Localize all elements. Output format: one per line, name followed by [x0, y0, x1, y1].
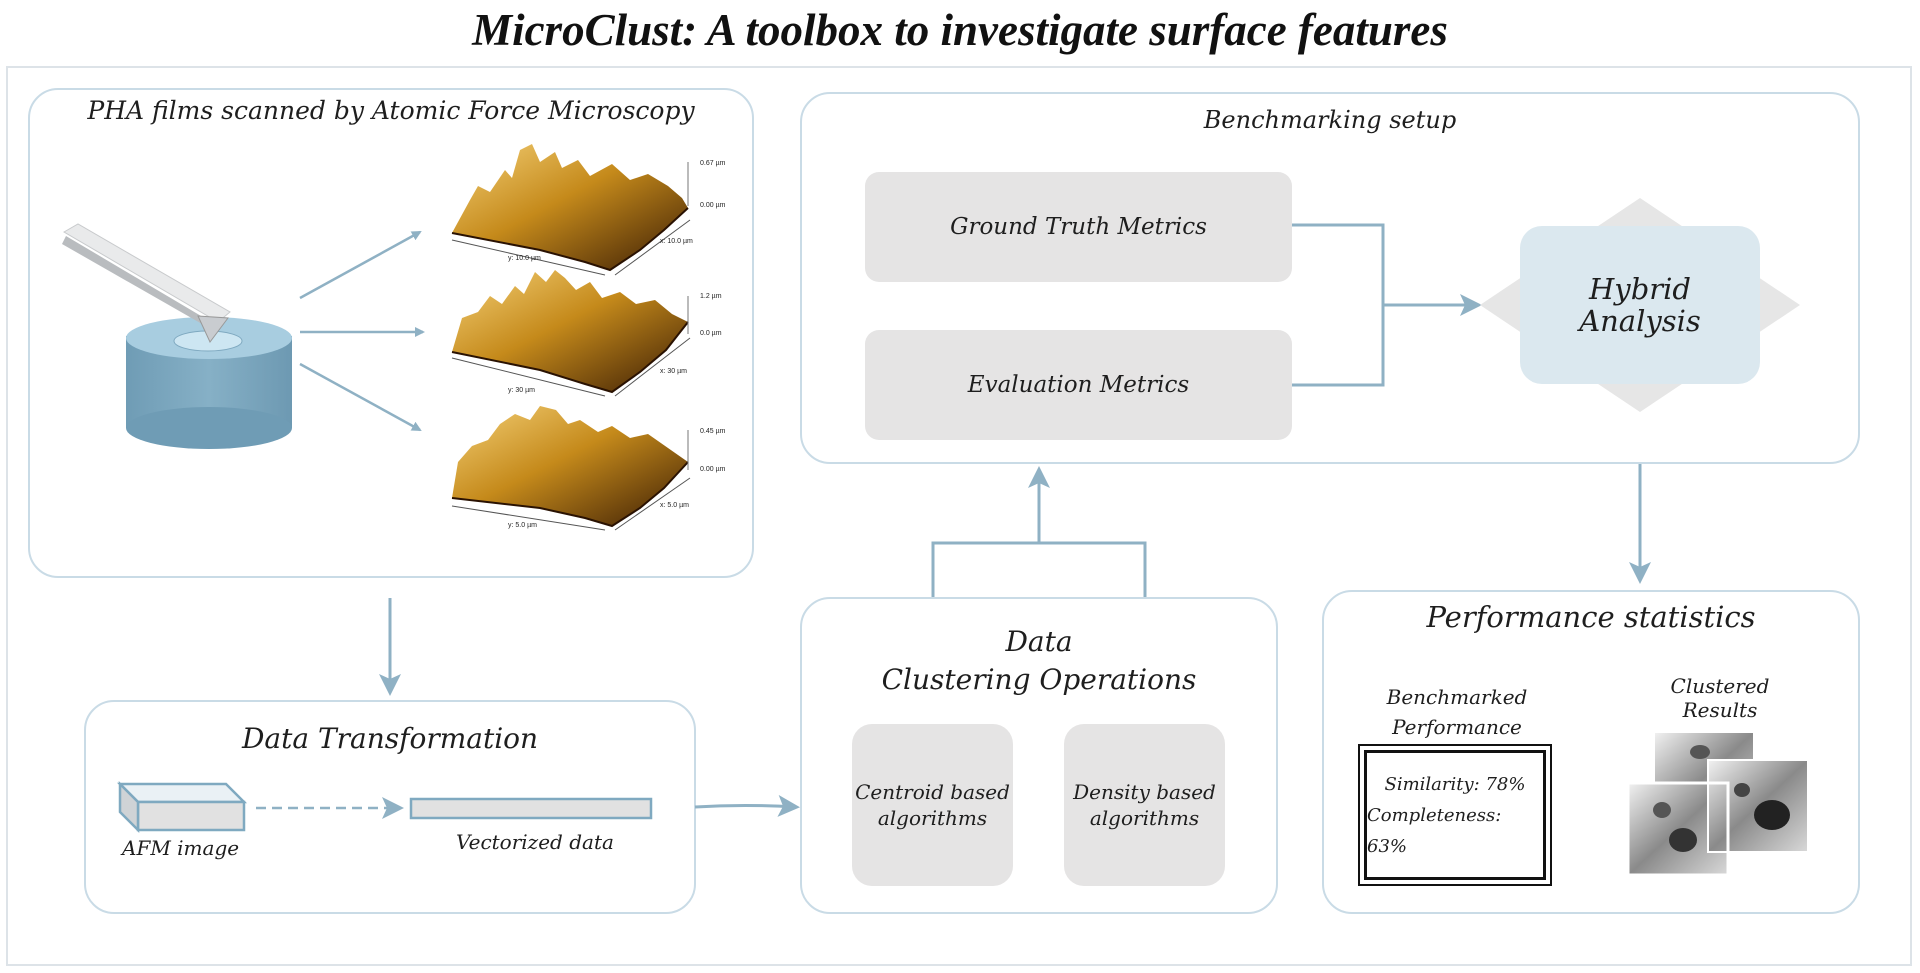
afm-image-slab — [116, 780, 248, 834]
clustered-results-images — [1626, 731, 1809, 877]
density-algorithms-box: Density based algorithms — [1064, 724, 1225, 886]
hybrid-analysis-box: Hybrid Analysis — [1520, 226, 1760, 384]
hybrid-line2: Analysis — [1579, 304, 1701, 338]
afm-panel-title: PHA films scanned by Atomic Force Micros… — [87, 96, 695, 125]
ground-truth-metrics-box: Ground Truth Metrics — [865, 172, 1292, 282]
scan-2-y-axis: y: 30 µm — [508, 387, 535, 394]
benchmarked-line2: Performance — [1392, 715, 1522, 739]
cantilever — [63, 223, 231, 323]
hybrid-line1: Hybrid — [1589, 272, 1691, 306]
scan-1-z-bottom: 0.00 µm — [700, 202, 726, 209]
benchmark-panel-title: Benchmarking setup — [1203, 106, 1457, 134]
scan-3-z-bottom: 0.00 µm — [700, 466, 726, 473]
scan-3-x-axis: x: 5.0 µm — [660, 502, 689, 509]
scan-3-z-top: 0.45 µm — [700, 428, 726, 435]
scan-2-x-axis: x: 30 µm — [660, 368, 687, 375]
completeness-score: Completeness: 63% — [1367, 804, 1502, 857]
scan-2-z-bottom: 0.0 µm — [700, 330, 722, 337]
scan-2-z-top: 1.2 µm — [700, 293, 722, 300]
sample-cylinder-bottom — [126, 407, 292, 449]
clustered-line1: Clustered — [1670, 674, 1770, 698]
arrow-to-scan-3 — [299, 362, 422, 432]
scan-1-z-top: 0.67 µm — [700, 160, 726, 167]
centroid-line1: Centroid based — [855, 780, 1010, 804]
vectorized-data-bar — [409, 797, 653, 820]
scan-1-x-axis: x: 10.0 µm — [660, 238, 693, 245]
vectorized-data-label: Vectorized data — [456, 830, 614, 854]
afm-scan-2 — [451, 270, 691, 397]
metrics-bracket — [1292, 223, 1385, 387]
cantilever-edge — [62, 236, 218, 332]
diagram-title: MicroClust: A toolbox to investigate sur… — [472, 5, 1448, 55]
scan-3-y-axis: y: 5.0 µm — [508, 522, 537, 529]
arrow-to-scan-1 — [299, 230, 422, 300]
outer-frame — [6, 66, 1912, 966]
evaluation-metrics-label: Evaluation Metrics — [967, 372, 1190, 398]
afm-scan-3 — [451, 406, 691, 531]
benchmarked-line1: Benchmarked — [1386, 685, 1528, 709]
evaluation-metrics-box: Evaluation Metrics — [865, 330, 1292, 440]
benchmarked-performance-heading: Benchmarked Performance — [1362, 682, 1552, 742]
clustered-results-heading: Clustered Results — [1640, 674, 1800, 722]
afm-sample-illustration — [62, 223, 292, 449]
centroid-line2: algorithms — [877, 806, 988, 830]
afm-scan-1 — [451, 144, 691, 276]
similarity-score: Similarity: 78% — [1384, 773, 1526, 795]
scan-1-y-axis: y: 10.0 µm — [508, 255, 541, 262]
clustering-title-line1: Data — [1005, 625, 1073, 658]
arrow-transform-to-clustering — [694, 794, 800, 817]
afm-image-label: AFM image — [122, 836, 240, 860]
density-line1: Density based — [1073, 780, 1216, 804]
ground-truth-metrics-label: Ground Truth Metrics — [950, 214, 1207, 240]
performance-scores-box: Similarity: 78% Completeness: 63% — [1358, 744, 1552, 886]
clustering-title-line2: Clustering Operations — [881, 663, 1197, 696]
probe-tip — [197, 315, 229, 343]
transform-panel-title: Data Transformation — [241, 722, 539, 755]
clustered-line2: Results — [1682, 698, 1758, 722]
density-line2: algorithms — [1089, 806, 1200, 830]
clustering-bracket — [931, 541, 1147, 597]
clustering-panel-title: Data Clustering Operations — [802, 623, 1276, 699]
centroid-algorithms-box: Centroid based algorithms — [852, 724, 1013, 886]
performance-panel-title: Performance statistics — [1426, 600, 1756, 634]
